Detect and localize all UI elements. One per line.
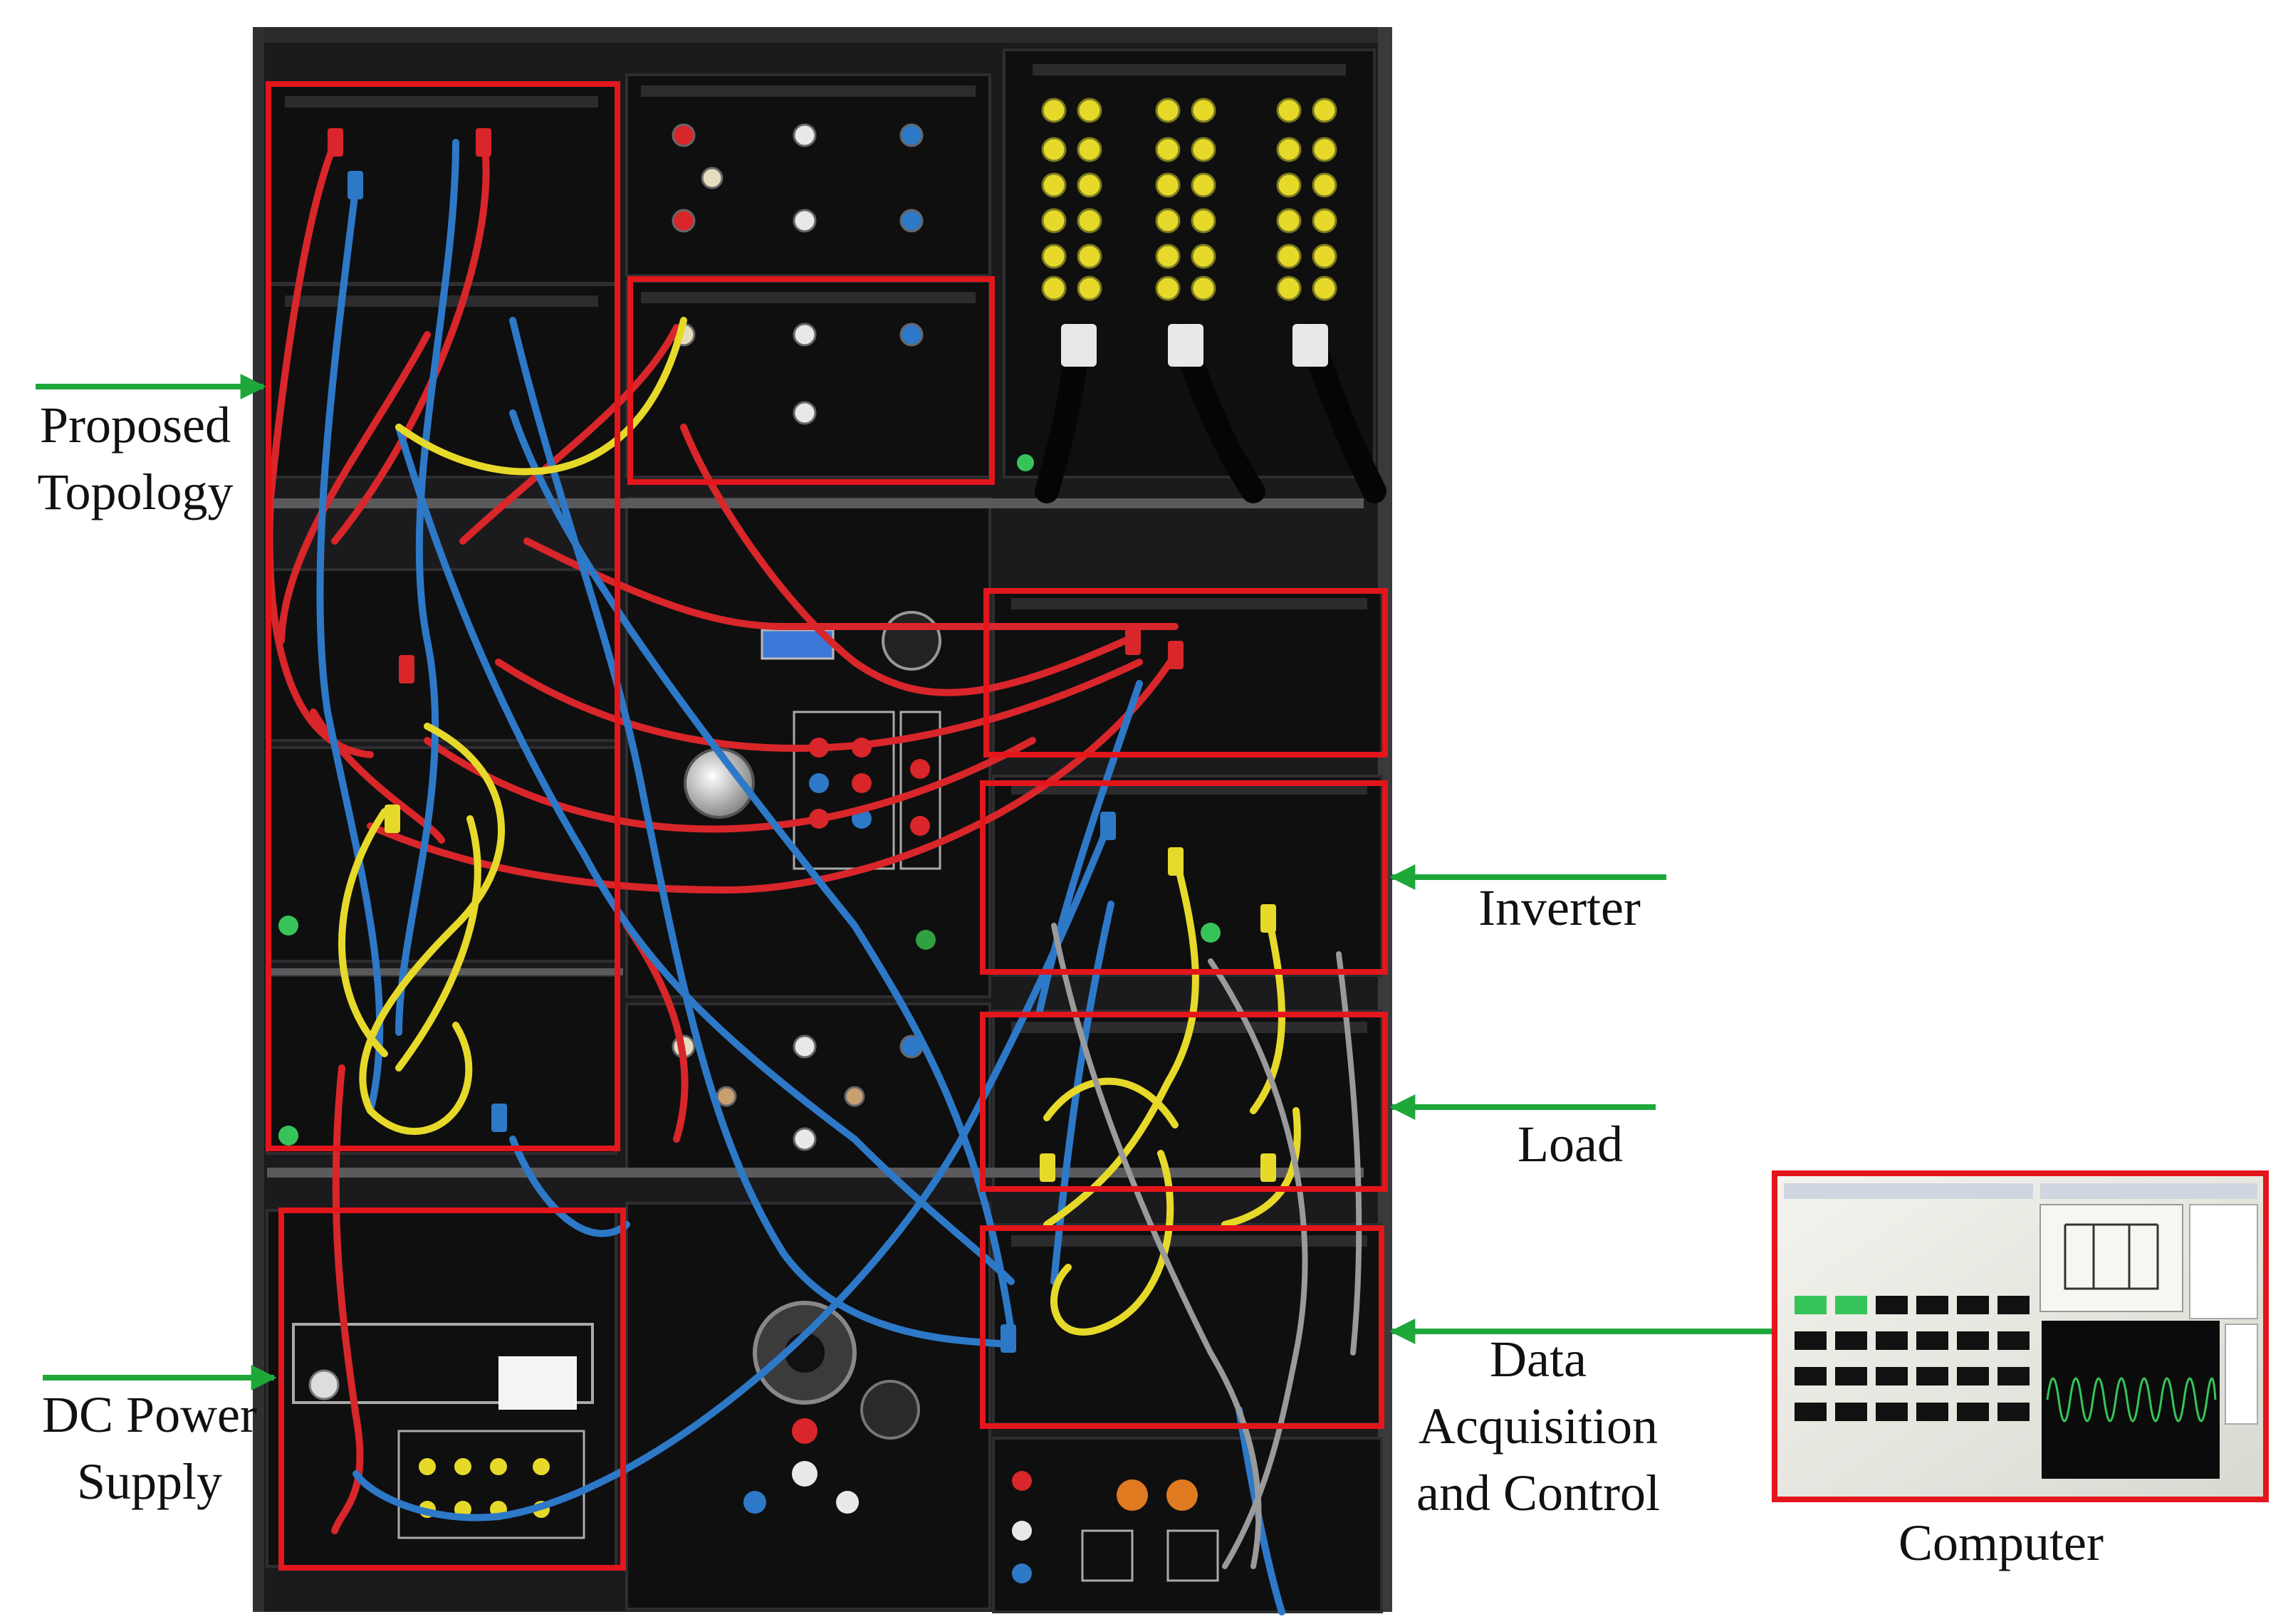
load-box — [980, 1012, 1388, 1192]
patch-wires — [266, 139, 1362, 1615]
power-diodes-box — [983, 588, 1388, 758]
inverter-box — [980, 780, 1388, 975]
computer-screen-icon — [1772, 1170, 2269, 1502]
panel-headers — [285, 64, 1367, 1247]
proposed-topology-line2: Topology — [37, 463, 234, 520]
load-jacks — [672, 123, 924, 1151]
inverter-label: Inverter — [1478, 879, 1641, 936]
plug-tips — [328, 128, 1276, 1353]
autotransformer-module — [1012, 1471, 1219, 1583]
data-acquisition-line1: Data — [1490, 1331, 1587, 1388]
proposed-topology-box — [266, 81, 620, 1151]
rack-shelves — [267, 498, 1364, 1178]
proposed-topology-line1: Proposed — [40, 397, 231, 454]
highlight-boxes — [266, 81, 1388, 1571]
data-acquisition-line2: Acquisition — [1419, 1398, 1658, 1455]
dc-power-supply-line2: Supply — [76, 1453, 223, 1510]
machine-module — [743, 1301, 920, 1514]
proposed-topology-box-upper — [627, 276, 995, 485]
green-arrow-icons — [36, 374, 1773, 1390]
cable-plugs — [1061, 324, 1328, 367]
data-acquisition-line3: and Control — [1416, 1465, 1660, 1521]
data-acquisition-label: Data Acquisition and Control — [1396, 1326, 1681, 1526]
rack-photo — [253, 27, 1392, 1615]
dc-power-supply-line1: DC Power — [42, 1386, 257, 1443]
interconnect-jacks — [1041, 98, 1337, 301]
dc-power-supply-label: DC Power Supply — [14, 1381, 285, 1515]
indicator-leds — [278, 454, 1221, 1146]
daq-box — [980, 1225, 1384, 1429]
load-label: Load — [1518, 1116, 1623, 1173]
dc-supply-box — [278, 1207, 626, 1571]
computer-label: Computer — [1898, 1514, 2104, 1571]
proposed-topology-label: Proposed Topology — [14, 392, 256, 525]
